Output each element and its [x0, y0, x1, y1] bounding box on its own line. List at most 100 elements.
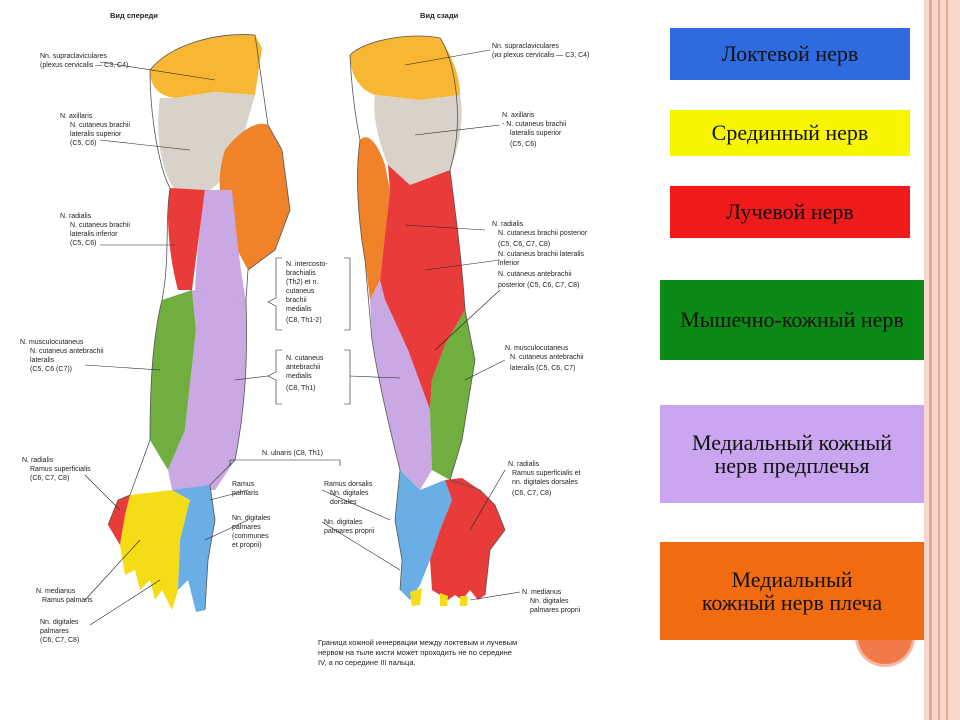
back-median-fingertips [410, 588, 468, 606]
label-back-radialis-4: N. cutaneus brachii lateralis [498, 251, 584, 258]
nerve-innervation-figure: Вид спереди Вид сзади Nn. supraclavicula… [20, 11, 589, 667]
legend-musculocutaneous-nerve-label: Мышечно-кожный нерв [680, 307, 904, 333]
label-front-digit-3: (C6, C7, C8) [40, 637, 79, 644]
label-front-radialis-3: lateralis inferior [70, 231, 118, 238]
label-back-axillaris-1: N. axillaris [502, 112, 535, 119]
front-radial-upper-zone [167, 188, 205, 290]
label-intercosto-7: (C8, Th1-2) [286, 317, 322, 324]
label-front-radialis-hand-1: N. radialis [22, 457, 54, 464]
label-ulnaris: N. ulnaris (C8, Th1) [262, 450, 323, 457]
label-front-digit-2: palmares [40, 628, 69, 635]
label-digit-p-2: palmares proprii [324, 528, 375, 535]
label-digit-c-4: et proprii) [232, 542, 262, 549]
front-median-hand-zone [120, 490, 190, 610]
front-view-title: Вид спереди [110, 11, 158, 20]
label-front-axillaris-4: (C5, C6) [70, 140, 96, 147]
back-medial-brachial-zone [357, 137, 390, 300]
label-ramus-palmaris-2: palmaris [232, 490, 259, 497]
label-front-radialis-1: N. radialis [60, 213, 92, 220]
legend-medial-brachial-nerve-label: Медиальный кожный нерв плеча [701, 566, 883, 615]
label-back-supraclav-2: (из plexus cervicalis — C3, C4) [492, 52, 589, 59]
label-front-digit-1: Nn. digitales [40, 619, 79, 626]
label-ramus-palmaris-1: Ramus [232, 481, 255, 488]
legend-medial-brachial-nerve: Медиальный кожный нерв плеча [660, 542, 924, 640]
label-front-axillaris-1: N. axillaris [60, 113, 93, 120]
label-front-musculo-4: (C5, C6 (C7)) [30, 366, 72, 373]
label-digit-c-2: palmares [232, 524, 261, 531]
label-intercosto-2: brachialis [286, 270, 316, 277]
bottom-note-line-1: Граница кожной иннервации между локтевым… [318, 638, 517, 647]
label-front-radialis-4: (C5, C6) [70, 240, 96, 247]
label-antebr-3: medialis [286, 373, 312, 380]
label-front-musculo-3: lateralis [30, 357, 55, 364]
legend-medial-antebrachial-nerve-label: Медиальный кожный нерв предплечья [691, 429, 893, 478]
label-antebr-1: N. cutaneus [286, 355, 324, 362]
legend-ulnar-nerve-label: Локтевой нерв [721, 41, 859, 67]
label-back-radialis-7: posterior (C5, C6, C7, C8) [498, 282, 579, 289]
back-axillary-zone [374, 95, 462, 185]
back-labels [404, 49, 521, 601]
back-arm-outline [349, 35, 506, 596]
back-supraclavicular-zone [350, 35, 460, 100]
legend-radial-nerve: Лучевой нерв [670, 186, 910, 238]
label-front-medianus-2: Ramus palmaris [42, 597, 93, 604]
legend-radial-nerve-label: Лучевой нерв [726, 199, 854, 225]
label-back-axillaris-3: lateralis superior [510, 130, 562, 137]
label-front-radialis-hand-3: (C6, C7, C8) [30, 475, 69, 482]
front-ulnar-hand-zone [172, 485, 215, 612]
label-front-musculo-2: N. cutaneus antebrachii [30, 348, 104, 355]
label-digit-c-1: Nn. digitales [232, 515, 271, 522]
bottom-note-line-3: IV, а по середине III пальца. [318, 658, 416, 667]
back-medial-forearm-zone [370, 280, 432, 490]
back-view-title: Вид сзади [420, 11, 459, 20]
label-front-supraclav-2: (plexus cervicalis — C3, C4) [40, 62, 128, 69]
label-digit-c-3: (communes [232, 533, 269, 540]
front-arm-outline [107, 34, 291, 611]
label-back-radialis-3: (C5, C6, C7, C8) [498, 241, 550, 248]
front-labels [84, 61, 216, 626]
back-radial-zone [380, 165, 465, 410]
label-front-medianus-1: N. medianus [36, 588, 76, 595]
front-medial-upper-zone [195, 190, 246, 320]
label-front-musculo-1: N. musculocutaneus [20, 339, 84, 346]
label-digit-p-1: Nn. digitales [324, 519, 363, 526]
front-medial-forearm-zone [168, 290, 247, 490]
label-back-med-2: Nn. digitales [530, 598, 569, 605]
label-back-rad-hand-4: (C6, C7, C8) [512, 490, 551, 497]
label-back-radialis-2: N. cutaneus brachii posterior [498, 230, 588, 237]
label-ramus-dorsalis-1: Ramus dorsalis [324, 481, 373, 488]
label-back-radialis-1: N. radialis [492, 221, 524, 228]
label-front-axillaris-3: lateralis superior [70, 131, 122, 138]
label-back-musculo-3: lateralis (C5, C6, C7) [510, 365, 575, 372]
label-ramus-dorsalis-2: Nn. digitales [330, 490, 369, 497]
label-front-supraclav-1: Nn. supraclaviculares [40, 53, 107, 60]
label-back-med-3: palmares proprii [530, 607, 581, 614]
front-radial-thumb-zone [108, 495, 130, 545]
label-back-supraclav-1: Nn. supraclaviculares [492, 43, 559, 50]
label-back-musculo-2: N. cutaneus antebrachii [510, 354, 584, 361]
label-back-rad-hand-1: N. radialis [508, 461, 540, 468]
front-musculocutaneous-zone [150, 290, 196, 470]
legend-musculocutaneous-nerve: Мышечно-кожный нерв [660, 280, 924, 360]
border-strip-line-3 [946, 0, 948, 720]
border-strip-line-1 [929, 0, 932, 720]
center-brackets [204, 257, 401, 571]
label-antebr-2: antebrachii [286, 364, 321, 371]
front-supraclavicular-zone [150, 34, 262, 98]
front-medial-brachial-zone [219, 123, 290, 270]
back-label-text: Nn. supraclaviculares (из plexus cervica… [492, 43, 589, 614]
back-radial-hand-zone [430, 478, 505, 600]
back-musculocutaneous-zone [430, 310, 475, 480]
label-antebr-4: (C8, Th1) [286, 385, 315, 392]
legend-median-nerve-label: Срединный нерв [711, 120, 869, 146]
label-front-axillaris-2: N. cutaneus brachii [70, 122, 130, 129]
label-ramus-dorsalis-3: dorsales [330, 499, 357, 506]
label-back-radialis-6: N. cutaneus antebrachii [498, 271, 572, 278]
front-arm [107, 34, 291, 612]
center-label-text: N. intercosto- brachialis (Th2) et n. cu… [232, 261, 375, 549]
label-intercosto-6: medialis [286, 306, 312, 313]
label-intercosto-5: brachii [286, 297, 307, 304]
bottom-note-line-2: нервом на тыле кисти может проходить не … [318, 648, 512, 657]
label-intercosto-3: (Th2) et n. [286, 279, 318, 286]
